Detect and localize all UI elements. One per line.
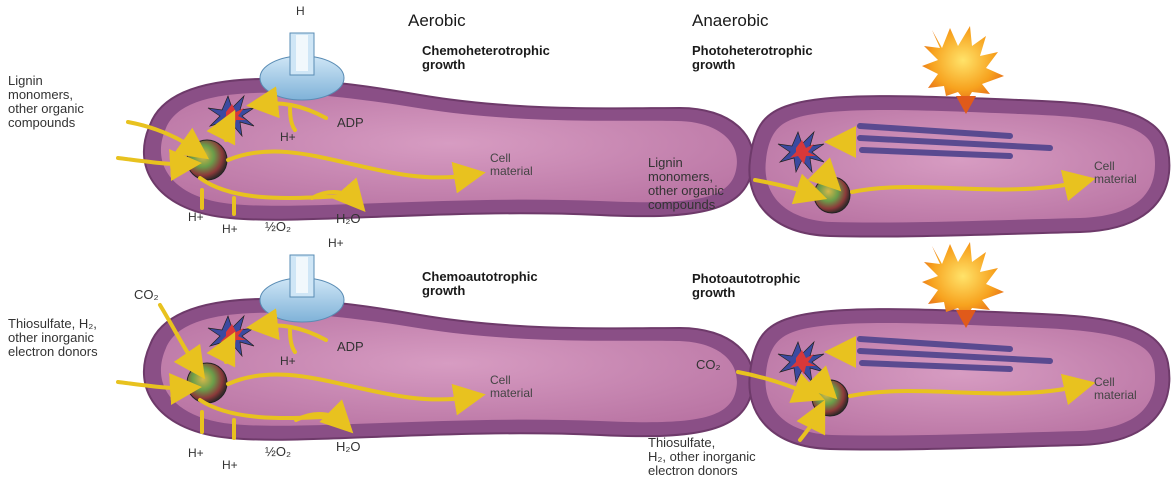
photoauto-metabolism-sphere-icon bbox=[812, 380, 848, 416]
chemohetero-title: Chemoheterotrophic growth bbox=[422, 44, 550, 72]
photohetero-metabolism-sphere-icon bbox=[814, 177, 850, 213]
chemohetero-h-top-label: H bbox=[296, 4, 305, 18]
chemoauto-h-bottom-label-2: H+ bbox=[222, 458, 238, 472]
chemohetero-atp-arrow bbox=[226, 124, 228, 140]
chemoauto-cell-material-label: Cell material bbox=[490, 374, 533, 400]
chemohetero-h-out-label: H+ bbox=[280, 130, 296, 144]
photohetero-input-label: Lignin monomers, other organic compounds bbox=[648, 156, 724, 212]
chemoauto-h-out-label: H+ bbox=[280, 354, 296, 368]
chemoauto-title: Chemoautotrophic growth bbox=[422, 270, 538, 298]
photoauto-title: Photoautotrophic growth bbox=[692, 272, 800, 300]
chemoauto-metabolism-sphere-icon bbox=[187, 363, 227, 403]
photoauto-panel bbox=[738, 242, 1169, 450]
chemoauto-half-o2-label: ½O₂ bbox=[265, 445, 291, 459]
chemohetero-atp-synthase-icon bbox=[260, 33, 344, 100]
chemohetero-h-bottom-label-2: H+ bbox=[222, 222, 238, 236]
anaerobic-header: Anaerobic bbox=[692, 11, 769, 31]
chemoauto-atp-arrow bbox=[226, 346, 228, 362]
aerobic-header: Aerobic bbox=[408, 11, 466, 31]
chemohetero-input-label: Lignin monomers, other organic compounds bbox=[8, 74, 84, 130]
chemohetero-h-extra-label: H+ bbox=[328, 236, 344, 250]
chemohetero-cell-material-label: Cell material bbox=[490, 152, 533, 178]
chemoauto-adp-label: ADP bbox=[337, 340, 364, 354]
chemohetero-h-bottom-label-1: H+ bbox=[188, 210, 204, 224]
chemoauto-h2o-label: H₂O bbox=[336, 440, 361, 454]
chemohetero-adp-label: ADP bbox=[337, 116, 364, 130]
photoauto-cell-material-label: Cell material bbox=[1094, 376, 1137, 402]
chemohetero-half-o2-label: ½O₂ bbox=[265, 220, 291, 234]
chemoauto-input-label: Thiosulfate, H₂, other inorganic electro… bbox=[8, 317, 98, 359]
photoauto-co2-label: CO₂ bbox=[696, 358, 721, 372]
chemoauto-atp-synthase-icon bbox=[260, 255, 344, 322]
chemoauto-co2-label: CO₂ bbox=[134, 288, 159, 302]
photoauto-input-label: Thiosulfate, H₂, other inorganic electro… bbox=[648, 436, 756, 478]
photohetero-title: Photoheterotrophic growth bbox=[692, 44, 813, 72]
chemohetero-h2o-label: H₂O bbox=[336, 212, 361, 226]
photohetero-cell-material-label: Cell material bbox=[1094, 160, 1137, 186]
chemoauto-h-bottom-label-1: H+ bbox=[188, 446, 204, 460]
